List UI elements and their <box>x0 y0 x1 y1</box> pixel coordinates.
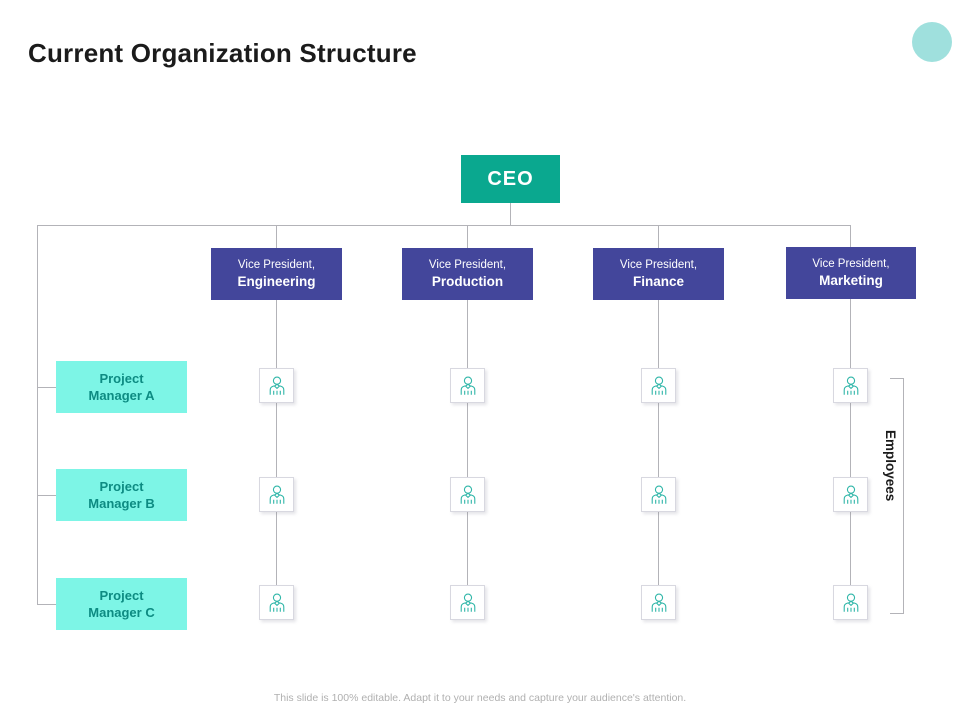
employee-tile[interactable] <box>259 585 294 620</box>
employee-tile[interactable] <box>641 368 676 403</box>
connector-drop-vp-production <box>467 225 468 248</box>
node-ceo[interactable]: CEO <box>461 155 560 203</box>
employee-tile[interactable] <box>833 585 868 620</box>
decorative-circle <box>912 22 952 62</box>
connector-pm-spine <box>37 225 38 604</box>
connector-drop-vp-marketing <box>850 225 851 247</box>
node-project-manager-c[interactable]: Project Manager C <box>56 578 187 630</box>
employee-person-icon <box>269 485 284 504</box>
connector-column-finance-2 <box>658 403 659 477</box>
connector-column-engineering-3 <box>276 512 277 585</box>
pm-label-line1: Project <box>99 587 144 603</box>
connector-branch-pm-a <box>37 387 56 388</box>
connector-ceo-stem <box>510 203 511 225</box>
employee-tile[interactable] <box>450 368 485 403</box>
employee-person-icon <box>460 485 475 504</box>
employee-tile[interactable] <box>641 477 676 512</box>
employees-bracket-label: Employees <box>883 430 898 502</box>
connector-column-production-3 <box>467 512 468 585</box>
pm-label-line2: Manager B <box>88 495 155 511</box>
connector-column-marketing-2 <box>850 403 851 477</box>
pm-label-line1: Project <box>99 478 144 494</box>
employee-person-icon <box>269 376 284 395</box>
node-project-manager-a[interactable]: Project Manager A <box>56 361 187 413</box>
employee-tile[interactable] <box>450 585 485 620</box>
employee-tile[interactable] <box>833 477 868 512</box>
vp-department-label: Finance <box>632 273 684 289</box>
employee-person-icon <box>269 593 284 612</box>
pm-label-line2: Manager A <box>88 387 155 403</box>
employee-tile[interactable] <box>641 585 676 620</box>
vp-role-label: Vice President, <box>237 258 316 271</box>
employee-tile[interactable] <box>259 368 294 403</box>
connector-drop-vp-finance <box>658 225 659 248</box>
pm-label-line1: Project <box>99 370 144 386</box>
node-vp-marketing[interactable]: Vice President, Marketing <box>786 247 916 299</box>
node-vp-engineering[interactable]: Vice President, Engineering <box>211 248 342 300</box>
node-vp-production[interactable]: Vice President, Production <box>402 248 533 300</box>
ceo-label: CEO <box>487 167 534 190</box>
employee-person-icon <box>843 376 858 395</box>
employee-person-icon <box>843 485 858 504</box>
vp-department-label: Engineering <box>237 273 316 289</box>
connector-column-finance-3 <box>658 512 659 585</box>
employee-person-icon <box>651 593 666 612</box>
employee-person-icon <box>460 593 475 612</box>
employee-person-icon <box>651 485 666 504</box>
node-project-manager-b[interactable]: Project Manager B <box>56 469 187 521</box>
vp-role-label: Vice President, <box>812 257 890 270</box>
vp-role-label: Vice President, <box>619 258 698 271</box>
connector-column-engineering <box>276 300 277 368</box>
connector-column-finance <box>658 300 659 368</box>
vp-department-label: Production <box>431 273 504 289</box>
page-title: Current Organization Structure <box>28 38 417 68</box>
employee-tile[interactable] <box>833 368 868 403</box>
node-vp-finance[interactable]: Vice President, Finance <box>593 248 724 300</box>
vp-role-label: Vice President, <box>428 258 507 271</box>
connector-column-marketing <box>850 299 851 368</box>
employee-person-icon <box>651 376 666 395</box>
employee-person-icon <box>843 593 858 612</box>
connector-vp-bus <box>37 225 851 226</box>
connector-column-production <box>467 300 468 368</box>
employee-person-icon <box>460 376 475 395</box>
connector-branch-pm-b <box>37 495 56 496</box>
pm-label-line2: Manager C <box>88 604 155 620</box>
connector-column-engineering-2 <box>276 403 277 477</box>
employee-tile[interactable] <box>450 477 485 512</box>
footer-note: This slide is 100% editable. Adapt it to… <box>273 692 687 704</box>
employees-bracket <box>890 378 904 614</box>
connector-branch-pm-c <box>37 604 56 605</box>
connector-drop-vp-engineering <box>276 225 277 248</box>
vp-department-label: Marketing <box>819 272 883 288</box>
connector-column-marketing-3 <box>850 512 851 585</box>
connector-column-production-2 <box>467 403 468 477</box>
employee-tile[interactable] <box>259 477 294 512</box>
